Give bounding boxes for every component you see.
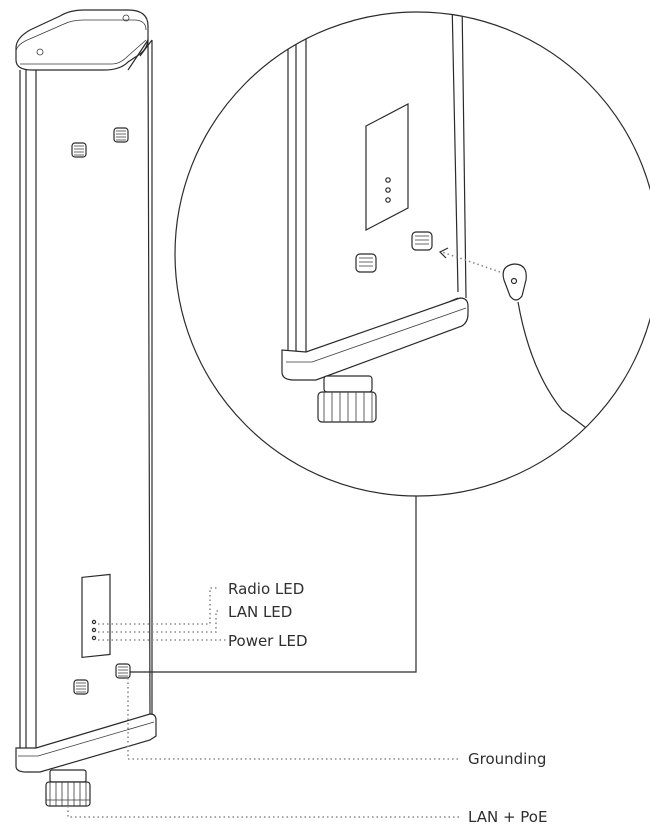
lan-poe-label: LAN + PoE [468, 808, 547, 826]
zoom-circle [174, 11, 650, 497]
upper-connector-right [113, 127, 129, 143]
upper-connector-left [71, 142, 87, 158]
antenna-body [15, 9, 157, 807]
cable-gland [45, 769, 91, 807]
zoom-cable-gland [317, 375, 377, 423]
grounding-label: Grounding [468, 750, 546, 768]
grounding-lug [502, 263, 601, 441]
grounding-connector [115, 663, 131, 679]
lower-connector-left [73, 679, 89, 695]
radio-led-label: Radio LED [228, 580, 304, 598]
zoom-connector-left [355, 253, 377, 273]
zoom-grounding-connector [411, 231, 433, 251]
power-led-label: Power LED [228, 632, 308, 650]
lan-led-label: LAN LED [228, 603, 292, 621]
callout-leaders [67, 496, 460, 818]
zoom-detail [174, 11, 650, 497]
